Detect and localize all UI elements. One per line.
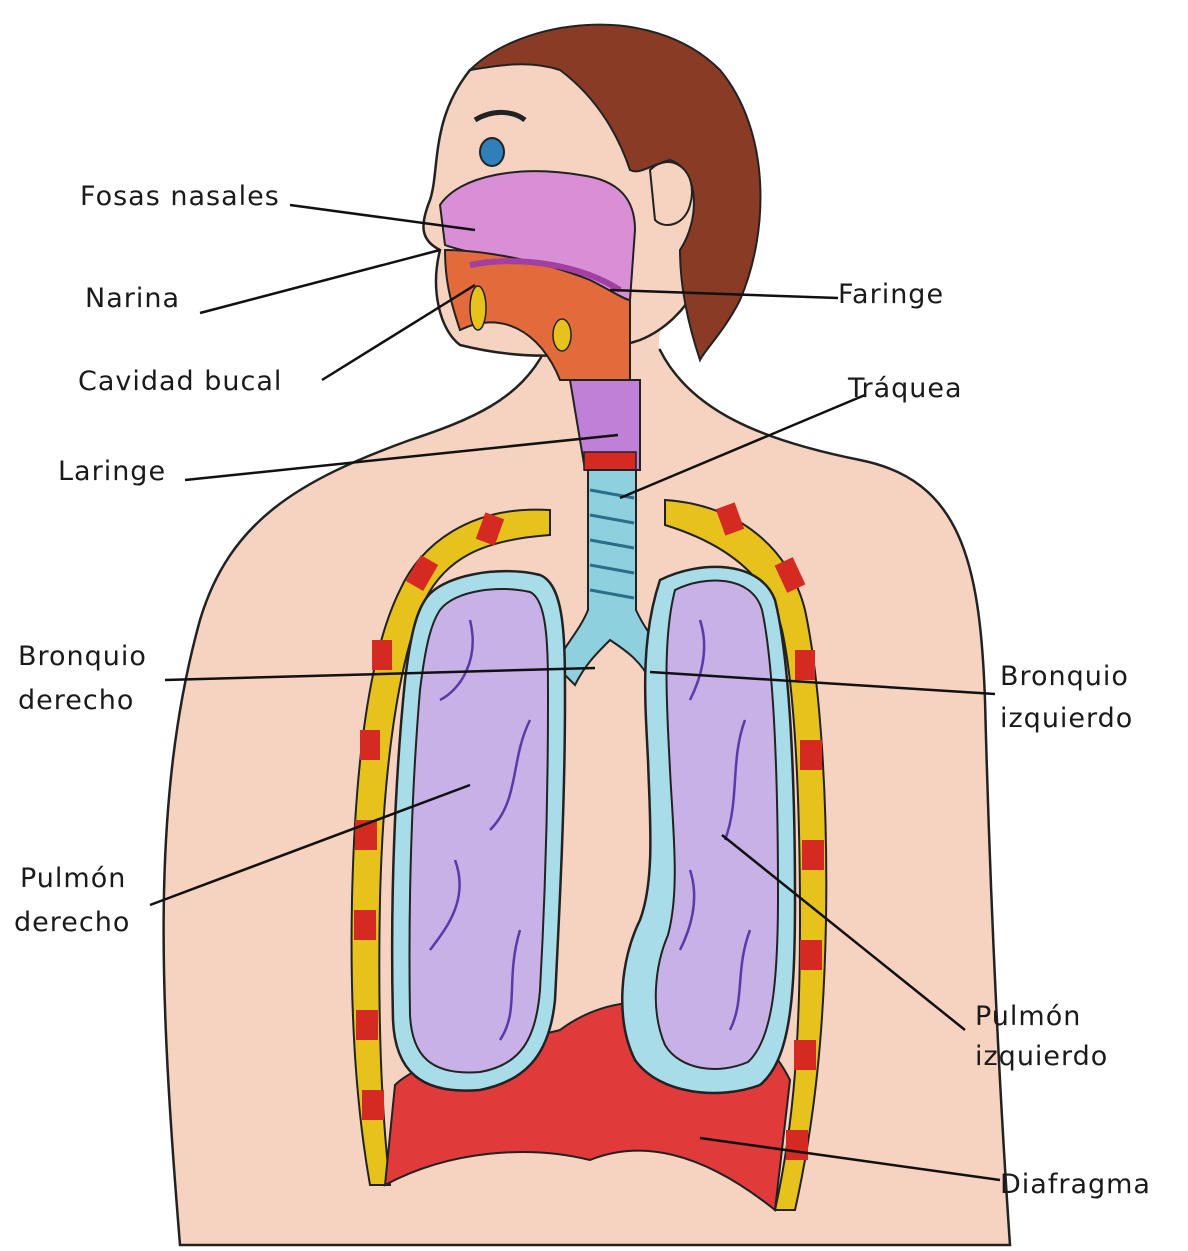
eye (480, 138, 504, 166)
label-pulmon-izquierdo-1: Pulmón (975, 1000, 1081, 1033)
line-narina (200, 250, 440, 313)
label-traquea: Tráquea (848, 372, 963, 405)
label-laringe: Laringe (58, 455, 166, 488)
right-lung (409, 589, 548, 1072)
label-cavidad-bucal: Cavidad bucal (78, 365, 282, 398)
label-pulmon-derecho-1: Pulmón (20, 862, 126, 895)
label-narina: Narina (85, 282, 180, 315)
label-bronquio-izquierdo-1: Bronquio (1000, 660, 1129, 693)
ear (650, 162, 692, 225)
label-fosas-nasales: Fosas nasales (80, 180, 280, 213)
label-diafragma: Diafragma (1000, 1168, 1151, 1201)
left-lung (656, 580, 778, 1068)
label-bronquio-derecho-1: Bronquio (18, 640, 147, 673)
uvula (470, 286, 486, 330)
label-faringe: Faringe (838, 278, 944, 311)
larynx-ring (584, 452, 636, 470)
label-bronquio-izquierdo-2: izquierdo (1000, 702, 1133, 735)
label-bronquio-derecho-2: derecho (18, 684, 134, 717)
epiglottis (553, 319, 571, 351)
label-pulmon-derecho-2: derecho (14, 906, 130, 939)
label-pulmon-izquierdo-2: izquierdo (975, 1040, 1108, 1073)
